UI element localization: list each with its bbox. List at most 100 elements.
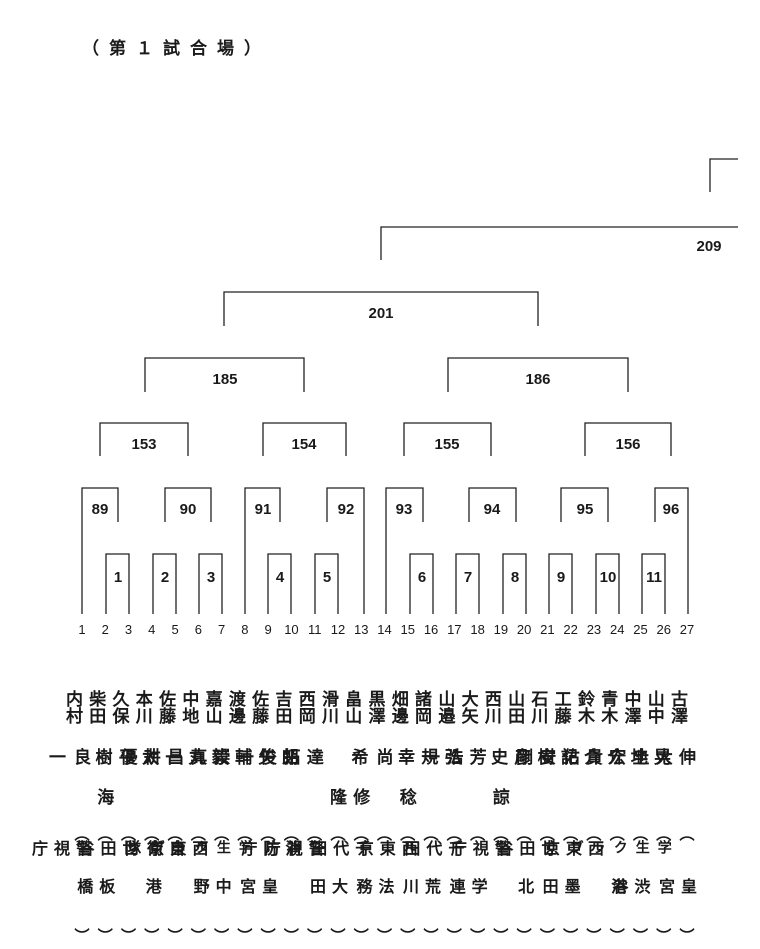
bout-154-line [262,422,347,456]
position-number: 5 [171,622,179,637]
player-given-name: 一幸 [394,748,440,787]
player-affiliation: 板橋 [74,878,116,911]
player-given-name: 優樹 [91,748,137,787]
position-number: 16 [423,622,439,637]
paren-close: ︶ [190,927,206,945]
position-number: 25 [633,622,648,637]
page-title: （第１試合場） [82,39,271,59]
player-affiliation: 墨田 [539,878,581,911]
paren-close: ︶ [330,927,346,945]
bout-label-156: 156 [615,436,640,453]
paren-open: ︵ [376,825,392,843]
bout-label-185: 185 [212,371,237,388]
bout-label-5: 5 [323,569,331,586]
paren-close: ︶ [563,927,579,945]
player-affiliation: 港 [608,878,628,894]
bout-89-line [81,487,119,614]
bout-11-line [641,553,666,614]
bout-93-line [385,487,424,614]
player-given-name: 一毅 [207,748,253,787]
player-family-name: 畑邊 [387,690,408,724]
player-affiliation: 中野 [190,878,232,911]
position-number: 9 [264,622,272,637]
paren-close: ︶ [400,927,416,945]
player-given-name: 佑樹 [533,748,579,787]
player-family-name: 本川 [131,690,152,724]
paren-close: ︶ [283,927,299,945]
position-number: 2 [101,622,109,637]
paren-open: ︵ [563,825,579,843]
player-family-name: 大矢 [457,690,478,724]
bout-209-line [380,226,738,260]
paren-close: ︶ [656,927,672,945]
paren-open: ︵ [307,825,323,843]
paren-close: ︶ [632,927,648,945]
paren-close: ︶ [74,927,90,945]
player-given-name: 諒 [488,788,509,827]
bout-7-line [455,553,480,614]
position-number: 6 [194,622,202,637]
player-affiliation: 学生クラブ [567,840,672,854]
paren-close: ︶ [609,927,625,945]
bout-6-line [409,553,434,614]
player-affiliation: 警視庁 [447,840,511,873]
player-family-name: 畠山 [341,690,362,724]
paren-close: ︶ [446,927,462,945]
bout-label-201: 201 [368,305,393,322]
player-family-name: 柴田 [85,690,106,724]
player-affiliation: 皇宮 [237,878,279,911]
player-family-name: 渡邊 [224,690,245,724]
paren-open: ︵ [423,825,439,843]
player-given-name: 圭介 [603,748,649,787]
paren-close: ︶ [144,927,160,945]
position-number: 22 [563,622,578,637]
paren-open: ︵ [679,825,695,843]
player-given-name: 伸晃 [650,748,696,787]
bout-label-3: 3 [207,569,215,586]
player-family-name: 諸岡 [411,690,432,724]
player-affiliation: 西東京 [354,840,418,873]
player-affiliation: 自衛隊 [122,840,186,873]
paren-open: ︵ [586,825,602,843]
player-given-name: 真一 [161,748,207,787]
player-given-name: 海 [93,788,114,827]
player-given-name: 良一 [45,748,90,787]
paren-close: ︶ [214,927,230,945]
player-given-name: 剛史 [487,748,533,787]
player-affiliation: 大田 [306,878,348,911]
player-affiliation: 世田谷 [75,840,139,873]
player-family-name: 久保 [108,690,129,724]
bout-label-155: 155 [434,436,459,453]
paren-open: ︵ [632,825,648,843]
paren-open: ︵ [260,825,276,843]
position-number: 8 [241,622,249,637]
bout-156-line [584,422,672,456]
player-given-name: 隆 [325,788,346,827]
player-given-name: 稔 [395,788,416,827]
paren-close: ︶ [539,927,555,945]
player-affiliation: 学生クラブ [148,840,253,854]
player-family-name: 古澤 [667,690,688,724]
paren-close: ︶ [97,927,113,945]
player-affiliation: 港 [142,878,162,894]
bout-label-186: 186 [525,371,550,388]
bout-label-6: 6 [418,569,426,586]
player-family-name: 西岡 [294,690,315,724]
player-family-name: 山邉 [434,690,455,724]
paren-open: ︵ [121,825,137,843]
paren-close: ︶ [679,927,695,945]
player-family-name: 工藤 [550,690,571,724]
paren-open: ︵ [214,825,230,843]
player-family-name: 滑川 [317,690,338,724]
bout-label-153: 153 [131,436,156,453]
player-affiliation: 荒川 [400,878,442,911]
paren-open: ︵ [470,825,486,843]
bout-90-line [164,487,212,522]
position-number: 4 [148,622,156,637]
player-family-name: 中澤 [620,690,641,724]
player-affiliation: 消防庁 [238,840,302,873]
bout-label-209: 209 [696,238,721,255]
bout-2-line [152,553,177,614]
bout-label-11: 11 [646,569,662,586]
